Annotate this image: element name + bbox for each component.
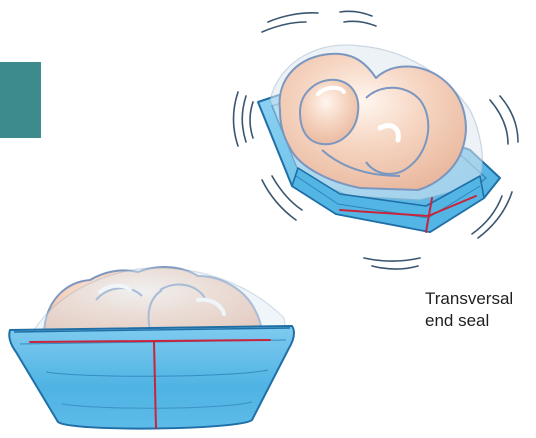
seal-caption: Transversal end seal [425,288,533,332]
front-tray-illustration [9,267,294,429]
tilted-tray-illustration [234,11,519,269]
side-tab [0,62,41,138]
caption-line-1: Transversal [425,288,533,310]
caption-line-2: end seal [425,310,533,332]
